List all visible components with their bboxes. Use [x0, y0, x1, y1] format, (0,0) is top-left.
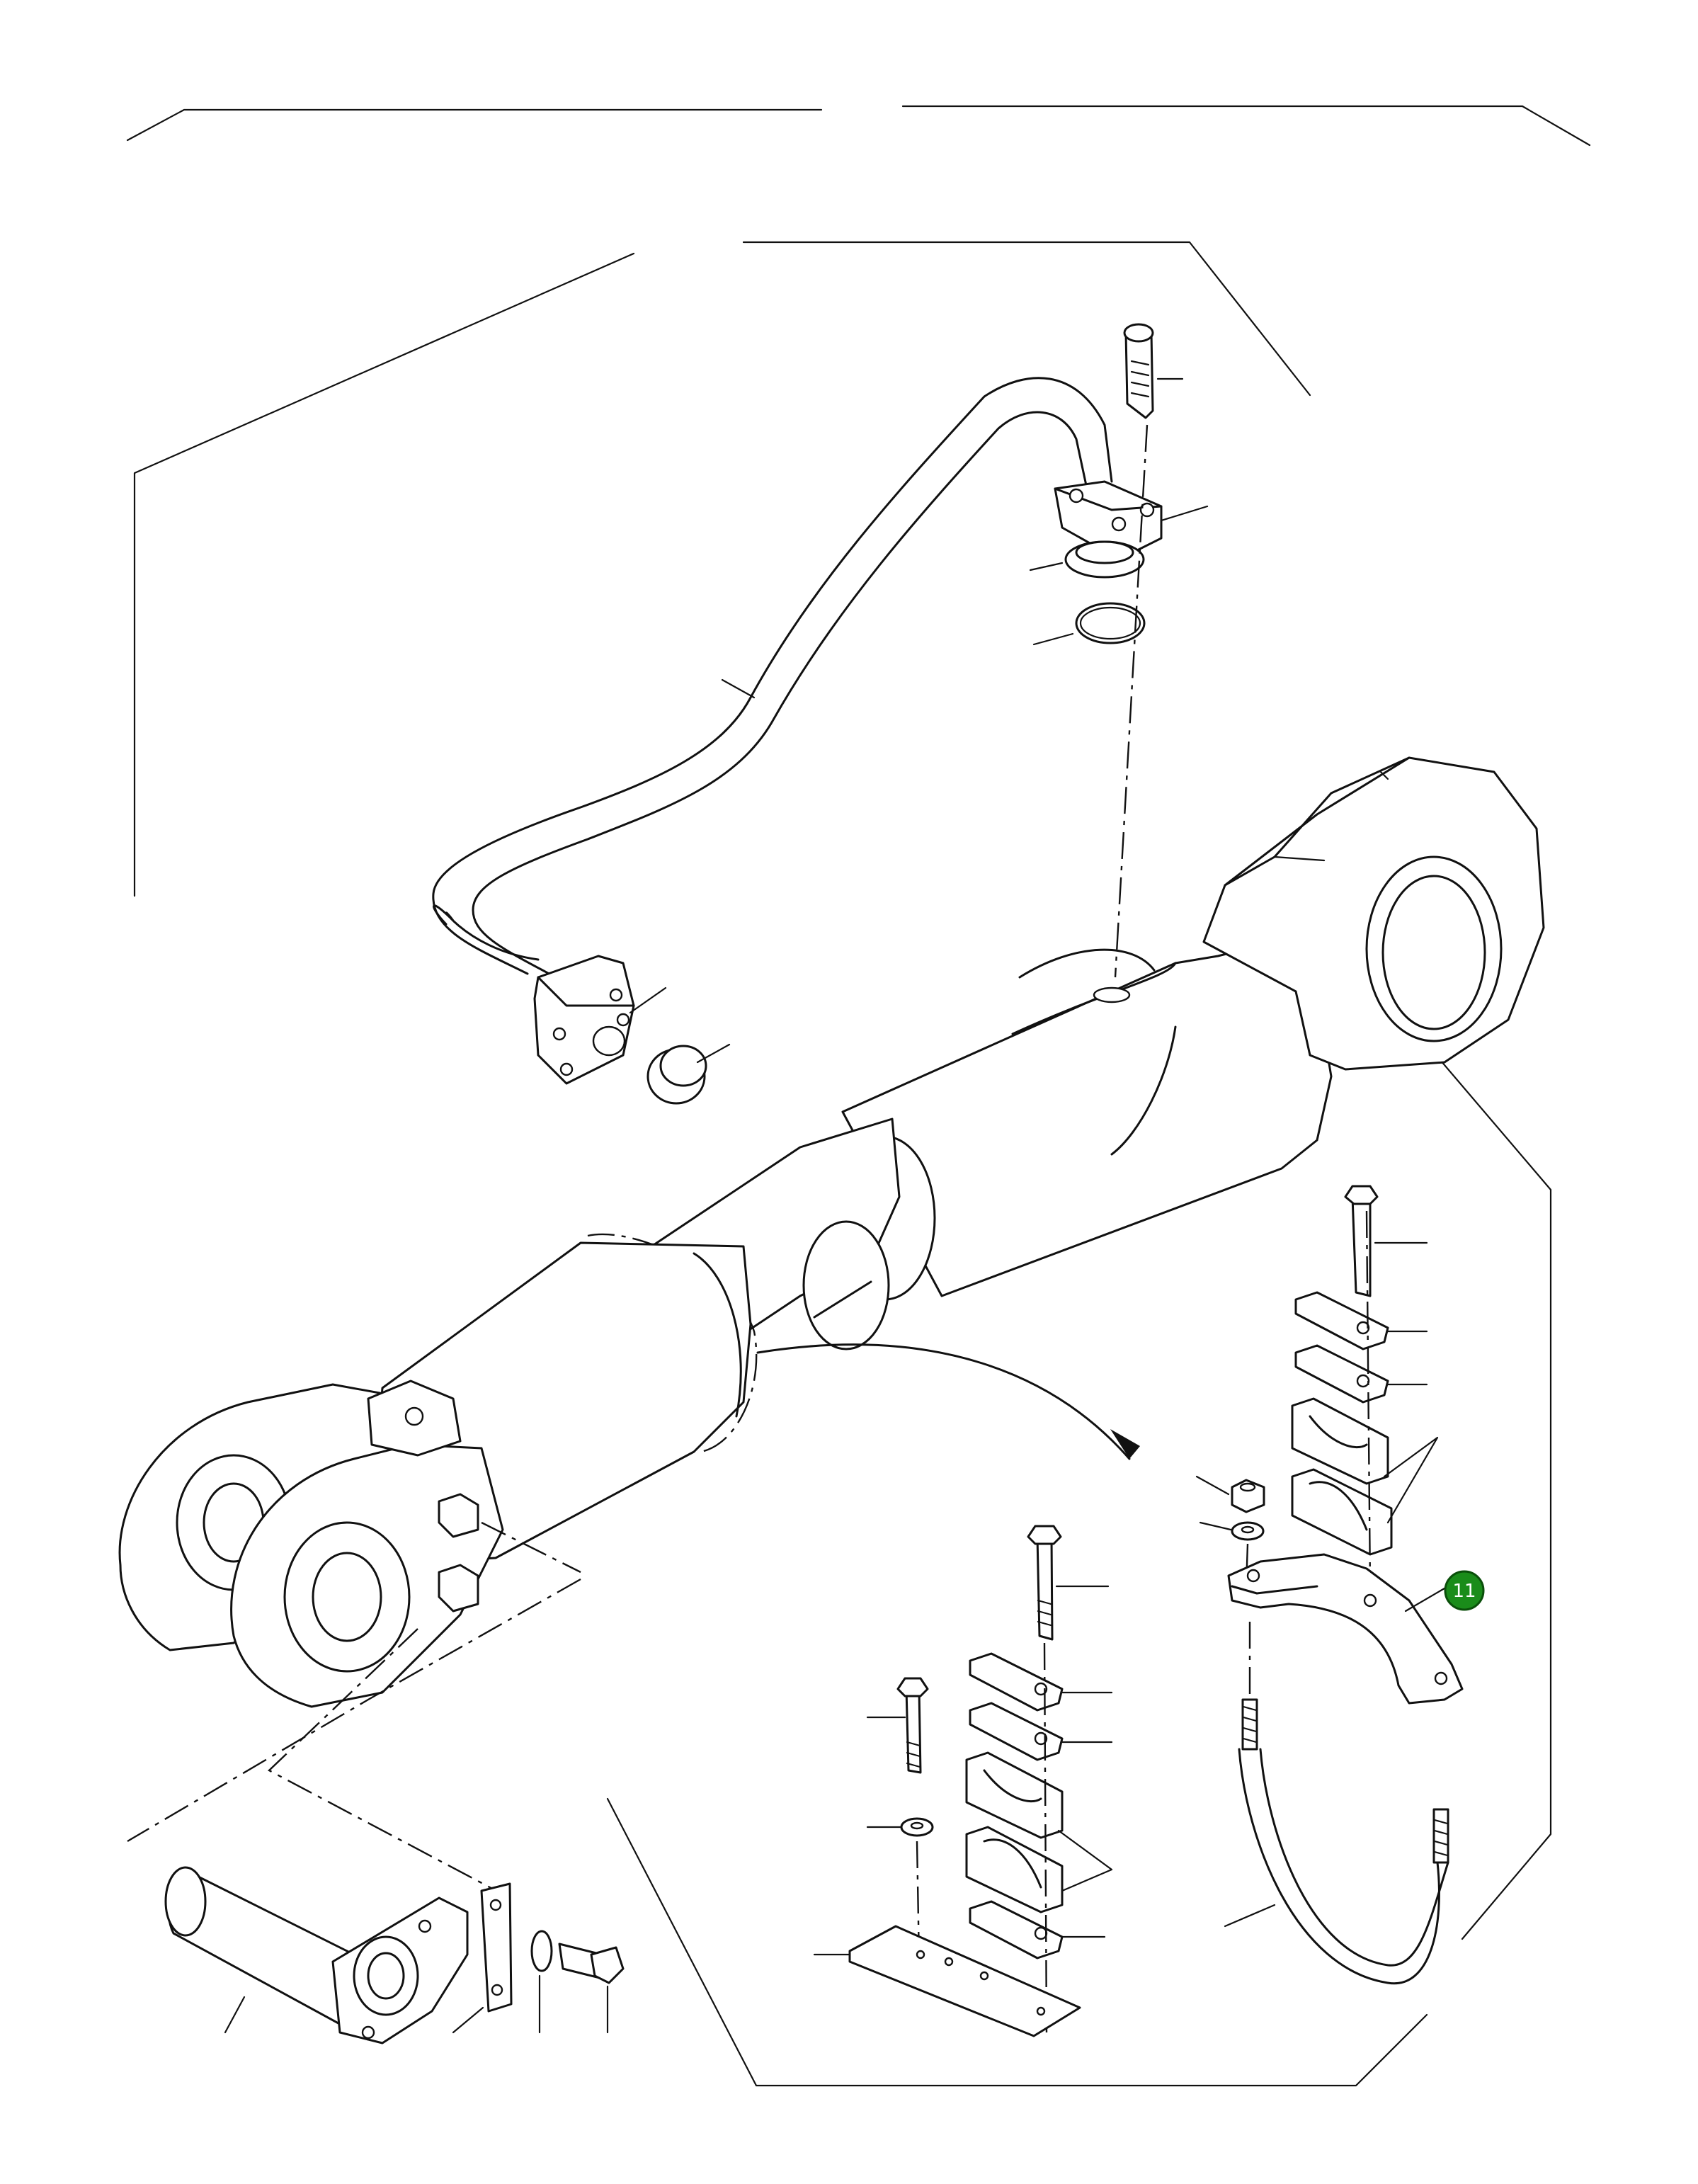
u-bolt	[1224, 1622, 1449, 1985]
cylinder-barrel	[834, 756, 1545, 1301]
pin-connector-lines	[127, 1578, 581, 1899]
oil-tube	[432, 377, 1113, 979]
clamp-group-upper	[1291, 1185, 1439, 1587]
pin-assembly	[164, 1866, 625, 2044]
assembly-arrow	[756, 1343, 1140, 1460]
nut-and-washer	[1195, 1475, 1265, 1587]
callout-label-11: 11	[1452, 1581, 1476, 1602]
group-frames	[126, 105, 1591, 2087]
tube-flange-left	[533, 955, 667, 1085]
cylinder-body	[118, 1241, 752, 1708]
plug	[646, 1043, 731, 1105]
clamp-group-lower	[965, 1525, 1113, 2033]
top-fittings	[1029, 323, 1209, 978]
callout-11[interactable]: 11	[1444, 1570, 1485, 1611]
bolt-and-washer-lower	[866, 1677, 934, 1962]
saddle-bracket	[1227, 1553, 1464, 1705]
base-plate	[813, 1925, 1081, 2037]
